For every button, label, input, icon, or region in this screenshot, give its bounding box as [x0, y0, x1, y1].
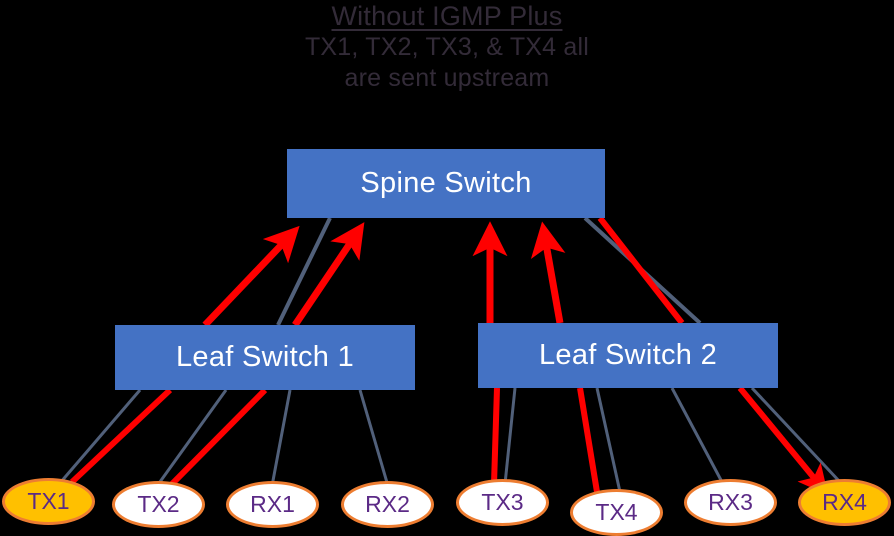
active-uplink-group-leaf1 — [202, 222, 365, 328]
leaf-switch-1-label: Leaf Switch 1 — [176, 341, 354, 373]
endpoint-tx1-label: TX1 — [27, 488, 70, 514]
active-uplink-arrow-leaf1-a — [202, 225, 300, 328]
endpoint-tx4[interactable]: TX4 — [570, 489, 663, 536]
active-link-leaf2-tx3 — [491, 387, 500, 485]
endpoint-rx3-label: RX3 — [708, 489, 753, 515]
idle-link-leaf1-rx2 — [358, 389, 390, 487]
active-link-group-leaf2-sources — [491, 387, 600, 493]
active-uplink-arrow-leaf1-b — [292, 222, 365, 327]
active-link-leaf2-rx4-arrow — [737, 386, 829, 496]
idle-link-leaf2-rx4 — [750, 386, 842, 484]
active-link-leaf2-tx4 — [577, 387, 600, 493]
endpoint-rx2-label: RX2 — [365, 491, 410, 517]
endpoint-rx1-label: RX1 — [250, 491, 295, 517]
endpoint-tx2-label: TX2 — [137, 491, 180, 517]
idle-uplink-leaf1-spine — [276, 217, 332, 326]
active-uplink-group-leaf2 — [472, 221, 566, 324]
active-link-leaf1-tx2 — [169, 387, 268, 487]
active-link-leaf1-tx1 — [69, 387, 173, 485]
endpoint-rx3[interactable]: RX3 — [684, 479, 777, 526]
leaf-switch-2-label: Leaf Switch 2 — [539, 339, 717, 371]
active-link-group-leaf1-sources — [69, 387, 268, 487]
endpoint-rx4-label: RX4 — [822, 489, 867, 515]
endpoint-tx1[interactable]: TX1 — [2, 478, 95, 525]
endpoint-tx3[interactable]: TX3 — [456, 479, 549, 526]
idle-link-leaf2-rx3 — [670, 387, 724, 483]
spine-switch-label: Spine Switch — [360, 167, 532, 199]
idle-link-leaf1-tx2 — [155, 389, 228, 487]
active-path-group-spine-rx4 — [597, 216, 829, 496]
endpoint-rx2[interactable]: RX2 — [341, 481, 434, 528]
leaf-switch-1-node[interactable]: Leaf Switch 1 — [115, 325, 415, 390]
endpoint-tx4-label: TX4 — [595, 499, 638, 525]
endpoint-rx1[interactable]: RX1 — [226, 481, 319, 528]
spine-switch-node[interactable]: Spine Switch — [287, 149, 605, 218]
idle-link-leaf1-rx1 — [270, 389, 292, 487]
active-link-spine-leaf2 — [597, 216, 685, 325]
idle-link-leaf2-tx4 — [595, 387, 622, 493]
endpoint-tx2[interactable]: TX2 — [112, 481, 205, 528]
idle-link-group-leaf1-endpoints — [58, 389, 390, 487]
idle-link-group-leaf2-endpoints — [503, 386, 842, 493]
idle-link-leaf1-tx1 — [58, 389, 142, 484]
idle-link-leaf2-tx3 — [503, 387, 517, 485]
active-uplink-arrow-leaf2-b — [530, 221, 566, 324]
endpoint-tx3-label: TX3 — [481, 489, 524, 515]
leaf-switch-2-node[interactable]: Leaf Switch 2 — [478, 323, 778, 388]
endpoint-rx4[interactable]: RX4 — [798, 479, 891, 526]
